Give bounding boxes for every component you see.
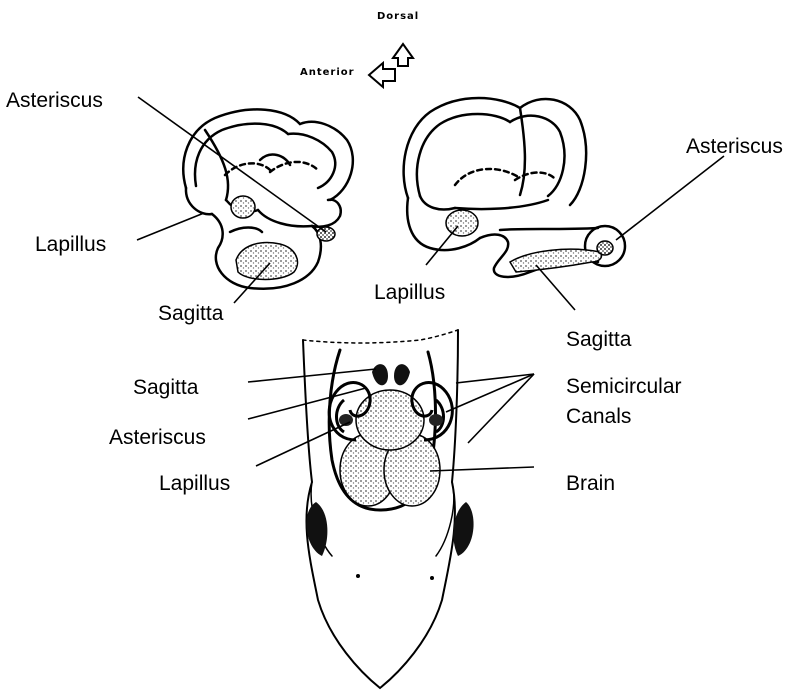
brain-label: Brain — [566, 472, 615, 496]
right-sagitta-label: Sagitta — [566, 328, 631, 352]
right-nostril — [430, 576, 434, 580]
leader-right-lapillus — [426, 226, 458, 265]
left-asteriscus-otolith — [317, 227, 335, 241]
right-sagitta-otolith — [510, 249, 602, 272]
right-asteriscus-label: Asteriscus — [686, 135, 783, 159]
left-asteriscus-label: Asteriscus — [6, 89, 103, 113]
head-lapillus-label: Lapillus — [159, 472, 230, 496]
left-lapillus-label: Lapillus — [35, 233, 106, 257]
leader-brain — [430, 467, 534, 471]
leader-left-lapillus — [137, 213, 204, 240]
right-eye — [453, 502, 473, 556]
leader-right-asteriscus — [616, 156, 724, 240]
leader-right-sagitta — [536, 265, 575, 310]
left-nostril — [356, 574, 360, 578]
leader-head-sagitta — [248, 369, 376, 382]
dorsal-label: Dorsal — [377, 11, 419, 22]
leader-head-lapillus — [256, 422, 350, 466]
left-lapillus-otolith — [231, 196, 255, 218]
head-sagitta-right — [394, 364, 410, 385]
left-sagitta-otolith — [236, 243, 298, 280]
head-sagitta-left — [372, 364, 388, 385]
head-sagitta-label: Sagitta — [133, 376, 198, 400]
right-asteriscus-otolith — [597, 241, 613, 255]
brain-midbrain — [356, 390, 424, 450]
dorsal-arrow-icon — [393, 44, 413, 66]
left-sagitta-label: Sagitta — [158, 302, 223, 326]
anterior-label: Anterior — [300, 67, 355, 78]
semicircular-canals-label-line1: Semicircular — [566, 375, 682, 399]
head-lapillus-right — [429, 414, 443, 426]
anterior-arrow-icon — [369, 63, 395, 87]
semicircular-canals-label-line2: Canals — [566, 405, 631, 429]
right-lapillus-otolith — [446, 210, 478, 236]
leader-canals-3 — [468, 374, 534, 443]
right-lapillus-label: Lapillus — [374, 281, 445, 305]
head-asteriscus-label: Asteriscus — [109, 426, 206, 450]
